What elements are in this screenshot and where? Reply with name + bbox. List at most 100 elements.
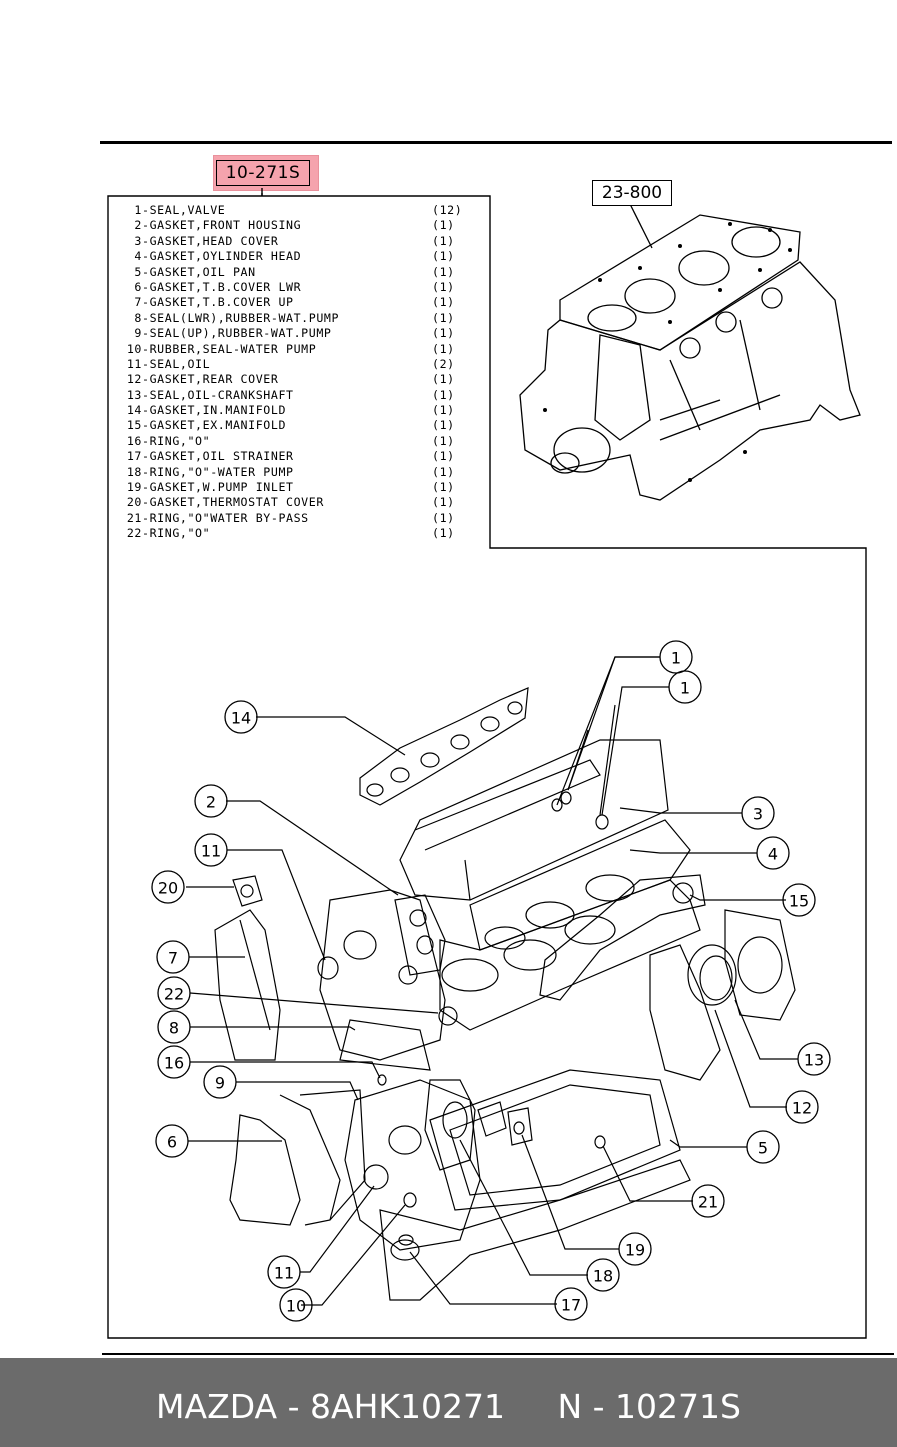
callout-3-label: 3: [753, 805, 763, 824]
callout-16: [157, 1045, 191, 1079]
callout-11a: [194, 833, 228, 867]
part-number: 5: [134, 264, 142, 279]
diagram-frame: [107, 188, 867, 1339]
part-name: -GASKET,W.PUMP INLET: [142, 480, 294, 495]
callout-5-label: 5: [758, 1139, 768, 1158]
part-name: -SEAL(LWR),RUBBER-WAT.PUMP: [142, 310, 340, 325]
callout-1a-label: 1: [671, 649, 681, 668]
list-item: 16-RING,"O"(1): [120, 433, 454, 449]
callout-16-label: 16: [164, 1054, 184, 1073]
part-number: 2: [134, 218, 142, 233]
list-item: 4-GASKET,OYLINDER HEAD(1): [120, 249, 454, 264]
part-qty: (1): [432, 326, 455, 341]
callout-2: [194, 784, 228, 818]
part-number: 10: [126, 341, 142, 356]
list-item: 12-GASKET,REAR COVER(1): [120, 372, 454, 387]
part-number: 11: [126, 356, 142, 371]
footer-caption: MAZDA - 8AHK10271 N - 10271S: [156, 1387, 741, 1426]
part-qty: (1): [432, 480, 455, 495]
part-number: 20: [126, 495, 142, 510]
list-item: 18-RING,"O"-WATER PUMP(1): [120, 464, 454, 480]
top-rule: [100, 141, 892, 144]
callout-19: [618, 1232, 652, 1266]
callout-4: [756, 836, 790, 870]
part-qty: (1): [432, 464, 455, 479]
callout-6: [155, 1124, 189, 1158]
part-qty: (1): [432, 418, 455, 433]
engine-block-illustration: [519, 203, 861, 501]
part-qty: (1): [432, 233, 455, 248]
part-number: 15: [126, 418, 142, 433]
part-name: -GASKET,T.B.COVER UP: [142, 295, 294, 310]
part-name: -GASKET,REAR COVER: [142, 372, 279, 387]
list-item: 7-GASKET,T.B.COVER UP (1): [120, 295, 454, 310]
callout-13: [797, 1042, 831, 1076]
part-qty: (1): [432, 295, 455, 310]
list-item: 9-SEAL(UP),RUBBER-WAT.PUMP(1): [120, 326, 454, 341]
callout-22-label: 22: [164, 985, 184, 1004]
part-name: -RUBBER,SEAL-WATER PUMP: [142, 341, 317, 356]
kit-ref-code: 10-271S: [216, 160, 310, 186]
callout-9: [203, 1065, 237, 1099]
callout-20-label: 20: [158, 879, 178, 898]
part-name: -RING,"O": [142, 526, 211, 541]
list-item: 15-GASKET,EX.MANIFOLD (1): [120, 418, 454, 433]
callout-12-label: 12: [792, 1099, 812, 1118]
callout-8-label: 8: [169, 1019, 179, 1038]
callout-14-label: 14: [231, 709, 251, 728]
list-item: 13-SEAL,OIL-CRANKSHAFT(1): [120, 387, 454, 403]
part-qty: (1): [432, 449, 455, 464]
footer-bar: [0, 1358, 897, 1447]
leader-lines: [186, 656, 798, 1306]
part-number: 7: [134, 295, 142, 310]
part-number: 17: [126, 449, 142, 464]
part-name: -GASKET,OIL PAN: [142, 264, 256, 279]
part-number: 19: [126, 480, 142, 495]
bottom-rule: [102, 1353, 894, 1355]
part-qty: (2): [432, 356, 455, 371]
part-qty: (1): [432, 264, 455, 279]
part-name: -GASKET,FRONT HOUSING: [142, 218, 302, 233]
callout-4-label: 4: [768, 845, 778, 864]
callout-11b-label: 11: [274, 1264, 294, 1283]
part-name: -SEAL,OIL: [142, 356, 211, 371]
callout-7: [156, 940, 190, 974]
callout-15-label: 15: [789, 892, 809, 911]
part-qty: (1): [432, 372, 455, 387]
list-item: 8-SEAL(LWR),RUBBER-WAT.PUMP(1): [120, 310, 454, 326]
part-name: -RING,"O"-WATER PUMP: [142, 464, 294, 479]
part-qty: (1): [432, 510, 455, 525]
callout-11b: [267, 1255, 301, 1289]
part-name: -GASKET,T.B.COVER LWR: [142, 279, 302, 294]
callout-10-label: 10: [286, 1297, 306, 1316]
callout-21-label: 21: [698, 1193, 718, 1212]
callout-18: [586, 1258, 620, 1292]
list-item: 11-SEAL,OIL (2): [120, 356, 454, 372]
part-number: 21: [126, 510, 142, 525]
part-qty: (12): [432, 203, 463, 217]
part-qty: (1): [432, 249, 455, 264]
callout-10: [279, 1288, 313, 1322]
callout-17-label: 17: [561, 1296, 581, 1315]
part-qty: (1): [432, 310, 455, 325]
callout-9-label: 9: [215, 1074, 225, 1093]
callout-numbers: 1 1 14 2 3 11 4 20 15 7 22 8 13 16 9 12 …: [158, 649, 824, 1316]
part-name: -SEAL(UP),RUBBER-WAT.PUMP: [142, 326, 332, 341]
list-item: 5-GASKET,OIL PAN (1): [120, 264, 454, 280]
part-qty: (1): [432, 387, 455, 402]
callout-17: [554, 1287, 588, 1321]
parts-list: 1-SEAL,VALVE(12) 2-GASKET,FRONT HOUSING (…: [120, 203, 462, 542]
part-number: 22: [126, 526, 142, 541]
callout-2-label: 2: [206, 793, 216, 812]
part-name: -SEAL,OIL-CRANKSHAFT: [142, 387, 294, 402]
part-qty: (1): [432, 218, 455, 233]
callout-3: [741, 796, 775, 830]
part-name: -RING,"O": [142, 433, 211, 448]
block-ref-code: 23-800: [592, 180, 672, 206]
part-name: -GASKET,EX.MANIFOLD: [142, 418, 287, 433]
callout-15: [782, 883, 816, 917]
part-qty: (1): [432, 526, 455, 541]
list-item: 1-SEAL,VALVE(12): [120, 203, 461, 218]
callout-5: [746, 1130, 780, 1164]
list-item: 3-GASKET,HEAD COVER(1): [120, 234, 454, 249]
